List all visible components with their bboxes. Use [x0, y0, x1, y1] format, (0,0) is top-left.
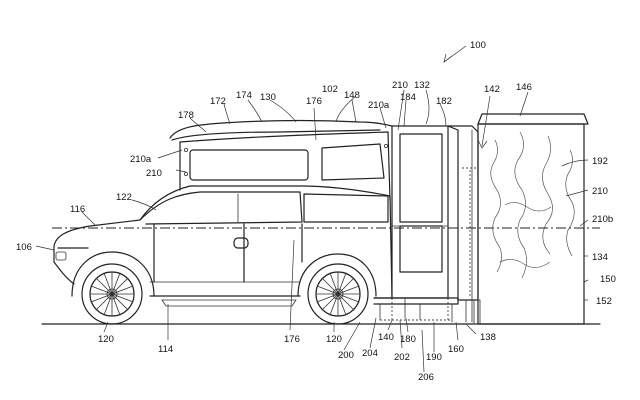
label-210a-top: 210a: [368, 100, 390, 111]
label-210-top: 210: [392, 80, 408, 91]
label-178: 178: [178, 110, 194, 121]
label-148: 148: [344, 90, 360, 101]
label-172: 172: [210, 96, 226, 107]
rear-wheel: [297, 253, 377, 325]
front-wheel: [71, 251, 155, 325]
label-160: 160: [448, 344, 464, 355]
label-102: 102: [322, 84, 338, 95]
label-210-left: 210: [146, 168, 162, 179]
label-116: 116: [70, 204, 85, 215]
label-134: 134: [592, 252, 608, 263]
label-120-rear: 120: [326, 334, 342, 345]
underframe: [373, 297, 459, 323]
label-180: 180: [400, 334, 416, 345]
rear-box: [391, 125, 449, 322]
label-120-front: 120: [98, 334, 114, 345]
label-146: 146: [516, 82, 532, 93]
building-structure: [471, 113, 589, 325]
label-206: 206: [418, 372, 434, 383]
label-190: 190: [426, 352, 442, 363]
label-184: 184: [400, 92, 416, 103]
label-200: 200: [338, 350, 354, 361]
label-106: 106: [16, 242, 32, 253]
label-114: 114: [158, 344, 173, 355]
rear-module: [447, 125, 481, 325]
label-176-bottom: 176: [284, 334, 300, 345]
label-100: 100: [470, 40, 486, 51]
label-210a-left: 210a: [130, 154, 152, 165]
reference-numerals: 100 102 106 114 116 120 120 122 130 132 …: [16, 40, 616, 383]
label-132: 132: [414, 80, 430, 91]
label-204: 204: [362, 348, 378, 359]
leader-lines: [35, 45, 589, 373]
label-210b-right: 210b: [592, 214, 613, 225]
arrow-100: [443, 53, 453, 63]
label-176-top: 176: [306, 96, 322, 107]
label-142: 142: [484, 84, 500, 95]
label-122: 122: [116, 192, 132, 203]
label-192: 192: [592, 156, 608, 167]
label-152: 152: [596, 296, 612, 307]
label-202: 202: [394, 352, 410, 363]
camper-shell: [169, 119, 393, 201]
label-130: 130: [260, 92, 276, 103]
label-210-right: 210: [592, 186, 608, 197]
label-138: 138: [480, 332, 496, 343]
label-150: 150: [600, 274, 616, 285]
label-182: 182: [436, 96, 452, 107]
label-140: 140: [378, 332, 394, 343]
label-174: 174: [236, 90, 252, 101]
arrow-142: [477, 95, 491, 149]
vehicle-body: [53, 185, 393, 307]
